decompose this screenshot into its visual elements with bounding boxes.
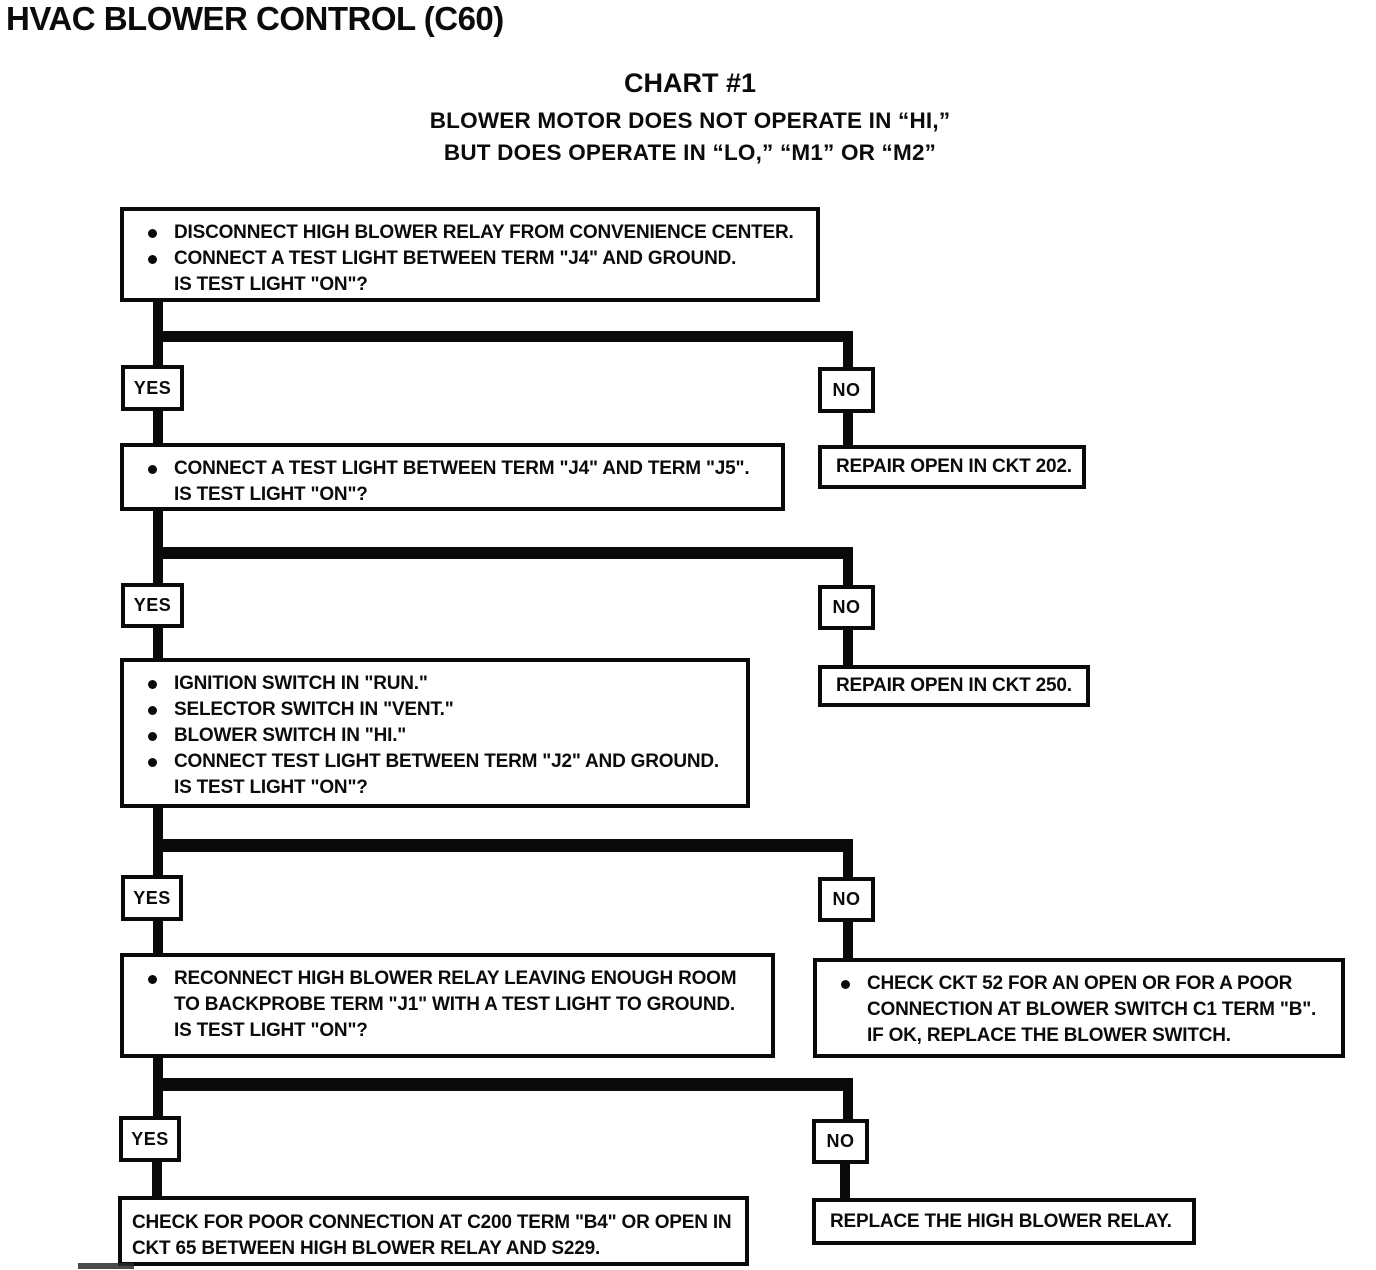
result-check-ckt52: CHECK CKT 52 FOR AN OPEN OR FOR A POOR C… (813, 958, 1345, 1058)
result-repair-ckt250: REPAIR OPEN IN CKT 250. (818, 665, 1090, 707)
step4-question: IS TEST LIGHT "ON"? (174, 1020, 368, 1041)
bullet-icon (148, 680, 157, 689)
connector-line (843, 559, 853, 585)
step1-bullet-2: CONNECT A TEST LIGHT BETWEEN TERM "J4" A… (146, 246, 806, 272)
no-label-2: NO (818, 585, 875, 630)
result-replace-relay: REPLACE THE HIGH BLOWER RELAY. (812, 1198, 1196, 1245)
step1-bullet-1: DISCONNECT HIGH BLOWER RELAY FROM CONVEN… (146, 220, 806, 246)
step4-bullet-1-text: RECONNECT HIGH BLOWER RELAY LEAVING ENOU… (174, 968, 737, 1015)
bullet-icon (841, 980, 850, 989)
step3-bullet-2: SELECTOR SWITCH IN "VENT." (146, 697, 736, 723)
flow-step-4: RECONNECT HIGH BLOWER RELAY LEAVING ENOU… (120, 953, 775, 1058)
step2-question: IS TEST LIGHT "ON"? (174, 484, 368, 505)
ckt52-text: CHECK CKT 52 FOR AN OPEN OR FOR A POOR C… (867, 973, 1317, 1046)
flow-step-1: DISCONNECT HIGH BLOWER RELAY FROM CONVEN… (120, 207, 820, 302)
bullet-icon (148, 229, 157, 238)
connector-line (840, 1164, 850, 1198)
step1-question: IS TEST LIGHT "ON"? (174, 274, 368, 295)
connector-line (843, 413, 853, 445)
connector-line (843, 630, 853, 665)
chart-header: CHART #1 BLOWER MOTOR DOES NOT OPERATE I… (340, 68, 1040, 169)
chart-title: CHART #1 (623, 68, 757, 98)
result-repair-ckt202: REPAIR OPEN IN CKT 202. (818, 445, 1086, 489)
ckt52-bullet: CHECK CKT 52 FOR AN OPEN OR FOR A POOR C… (839, 971, 1331, 1049)
bullet-icon (148, 465, 157, 474)
step3-bullet-1: IGNITION SWITCH IN "RUN." (146, 671, 736, 697)
step2-bullet-1-text: CONNECT A TEST LIGHT BETWEEN TERM "J4" A… (174, 458, 750, 479)
connector-line (843, 922, 853, 958)
connector-line (153, 331, 853, 342)
connector-line (153, 839, 853, 852)
chart-subtitle-line1: BLOWER MOTOR DOES NOT OPERATE IN “HI,” (429, 108, 951, 133)
step3-bullet-3: BLOWER SWITCH IN "HI." (146, 723, 736, 749)
chart-subtitle-line2: BUT DOES OPERATE IN “LO,” “M1” OR “M2” (443, 140, 937, 165)
connector-line (153, 547, 853, 559)
yes-label-3: YES (121, 875, 183, 921)
step3-bullet-4-text: CONNECT TEST LIGHT BETWEEN TERM "J2" AND… (174, 751, 719, 772)
scan-artifact (78, 1263, 134, 1269)
connector-line (843, 1091, 853, 1119)
step3-bullet-4: CONNECT TEST LIGHT BETWEEN TERM "J2" AND… (146, 749, 736, 775)
yes-label-1: YES (121, 365, 184, 411)
step1-bullet-1-text: DISCONNECT HIGH BLOWER RELAY FROM CONVEN… (174, 222, 794, 243)
step3-bullet-1-text: IGNITION SWITCH IN "RUN." (174, 673, 428, 694)
no-label-4: NO (812, 1119, 869, 1164)
flow-step-3: IGNITION SWITCH IN "RUN." SELECTOR SWITC… (120, 658, 750, 808)
result-check-c200: CHECK FOR POOR CONNECTION AT C200 TERM "… (118, 1196, 749, 1266)
yes-label-2: YES (121, 583, 184, 628)
connector-line (153, 1078, 853, 1091)
connector-line (153, 921, 163, 953)
yes-label-4: YES (119, 1116, 181, 1162)
connector-line (843, 342, 853, 368)
flow-step-2: CONNECT A TEST LIGHT BETWEEN TERM "J4" A… (120, 443, 785, 511)
no-label-1: NO (818, 367, 875, 413)
bullet-icon (148, 255, 157, 264)
connector-line (843, 852, 853, 877)
bullet-icon (148, 975, 157, 984)
page-title: HVAC BLOWER CONTROL (C60) (6, 0, 504, 37)
connector-line (153, 628, 163, 658)
bullet-icon (148, 732, 157, 741)
step2-bullet-1: CONNECT A TEST LIGHT BETWEEN TERM "J4" A… (146, 456, 771, 482)
step3-question: IS TEST LIGHT "ON"? (174, 777, 368, 798)
step4-bullet-1: RECONNECT HIGH BLOWER RELAY LEAVING ENOU… (146, 966, 761, 1018)
bullet-icon (148, 706, 157, 715)
step3-bullet-3-text: BLOWER SWITCH IN "HI." (174, 725, 407, 746)
step3-bullet-2-text: SELECTOR SWITCH IN "VENT." (174, 699, 454, 720)
connector-line (153, 411, 163, 443)
step1-bullet-2-text: CONNECT A TEST LIGHT BETWEEN TERM "J4" A… (174, 248, 737, 269)
no-label-3: NO (818, 877, 875, 922)
bullet-icon (148, 758, 157, 767)
connector-line (152, 1162, 162, 1196)
